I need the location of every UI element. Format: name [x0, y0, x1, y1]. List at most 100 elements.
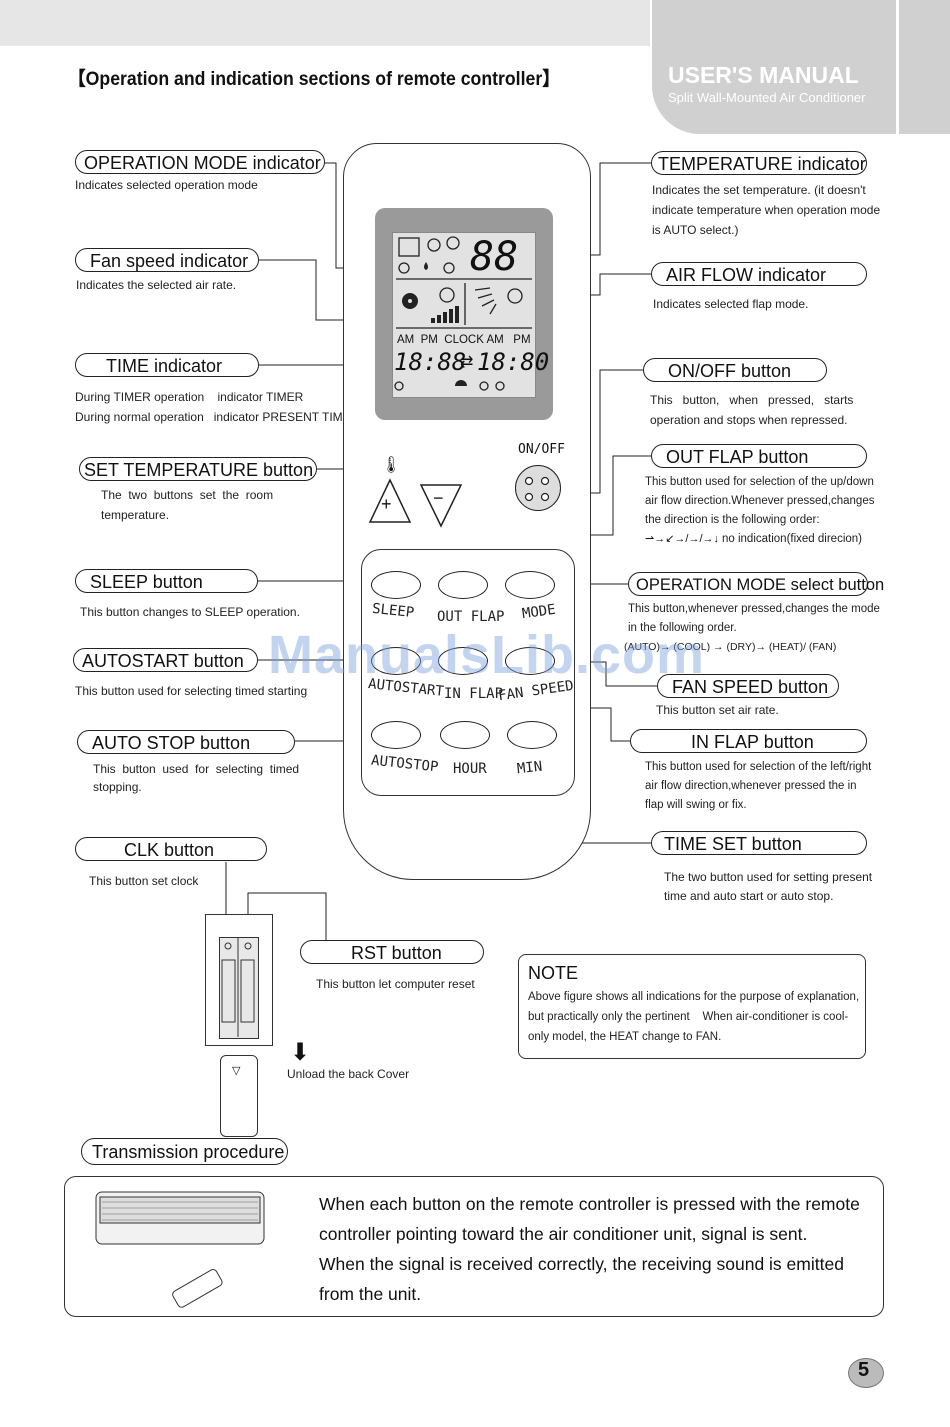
air-flow-indicator-desc: Indicates selected flap mode. [653, 297, 809, 311]
operation-mode-indicator-label: OPERATION MODE indicator [75, 150, 325, 174]
in-flap-label: IN FLAP [444, 686, 504, 702]
down-arrow-icon: ⬇ [290, 1039, 311, 1066]
unload-text: Unload the back Cover [287, 1067, 410, 1081]
rst-button-desc: This button let computer reset [316, 977, 475, 991]
note-line-2: but practically only the pertinent When … [528, 1011, 849, 1023]
note-box: NOTE Above figure shows all indications … [518, 954, 866, 1059]
temperature-indicator-desc-1: Indicates the set temperature. (it doesn… [652, 183, 866, 197]
time-set-desc-1: The two button used for setting present [664, 870, 873, 884]
fan-speed-indicator-label: Fan speed indicator [75, 248, 259, 272]
transmission-box [64, 1176, 884, 1317]
transmission-line-4: from the unit. [319, 1284, 422, 1304]
out-flap-desc-2: air flow direction.Whenever pressed,chan… [645, 495, 875, 507]
set-temperature-button-label: SET TEMPERATURE button [79, 457, 317, 481]
tab-divider [896, 0, 899, 134]
set-temperature-desc-2: temperature. [101, 508, 170, 522]
out-flap-button[interactable] [438, 571, 488, 599]
on-off-button[interactable] [515, 465, 561, 511]
lcd-display [392, 232, 536, 398]
min-button[interactable] [507, 721, 557, 749]
clk-button-desc: This button set clock [89, 874, 199, 888]
fan-speed-button-label: FAN SPEED button [657, 674, 839, 698]
note-title: NOTE [528, 963, 579, 983]
on-off-text: ON/OFF [518, 442, 565, 457]
remote-back-cover [220, 1055, 258, 1137]
fan-speed-button[interactable] [505, 647, 555, 675]
lcd-time-header: AM PM CLOCK AM PM [397, 334, 531, 346]
out-flap-label: OUT FLAP [437, 609, 505, 625]
watermark: ManualsLib.com [268, 625, 706, 685]
hour-button[interactable] [440, 721, 490, 749]
manual-tab: USER'S MANUAL Split Wall-Mounted Air Con… [652, 0, 950, 134]
out-flap-button-label: OUT FLAP button [651, 444, 867, 468]
autostart-button-desc: This button used for selecting timed sta… [75, 684, 308, 698]
transmission-line-3: When the signal is received correctly, t… [319, 1254, 844, 1274]
lcd-time-left: 18:88 [394, 348, 467, 376]
temp-up-button[interactable]: + [381, 494, 392, 514]
auto-stop-desc-1: This button used for selecting timed [93, 762, 300, 776]
time-indicator-desc-1: During TIMER operation indicator TIMER [75, 390, 304, 404]
temperature-indicator-desc-2: indicate temperature when operation mode [652, 203, 881, 217]
mode-select-desc-2: in the following order. [628, 622, 737, 634]
sleep-button-desc: This button changes to SLEEP operation. [80, 605, 300, 619]
air-flow-indicator-label: AIR FLOW indicator [651, 262, 867, 286]
auto-stop-button-label: AUTO STOP button [77, 730, 295, 754]
operation-mode-select-button-label: OPERATION MODE select button [628, 572, 884, 596]
manual-subtitle: Split Wall-Mounted Air Conditioner [668, 90, 866, 105]
flap-order-arrows: ⇀→↙→/→/→↓ [645, 533, 720, 545]
fan-speed-button-desc: This button set air rate. [656, 703, 779, 717]
section-heading: 【Operation and indication sections of re… [68, 69, 560, 90]
autostop-button[interactable] [371, 721, 421, 749]
autostart-button-label: AUTOSTART button [73, 648, 258, 672]
time-set-button-label: TIME SET button [651, 831, 867, 855]
in-flap-desc-2: air flow direction,whenever pressed the … [645, 780, 857, 792]
lcd-temp-digits: 88 [470, 234, 519, 280]
temp-down-button[interactable]: − [433, 488, 444, 508]
clk-button-label: CLK button [75, 837, 267, 861]
operation-mode-indicator-desc: Indicates selected operation mode [75, 178, 258, 192]
lcd-time-arrows: ⇄ [460, 354, 474, 371]
transmission-line-1: When each button on the remote controlle… [319, 1194, 860, 1214]
rst-button-label: RST button [300, 940, 484, 964]
set-temperature-desc-1: The two buttons set the room [101, 488, 274, 502]
time-set-desc-2: time and auto start or auto stop. [664, 889, 834, 903]
auto-stop-desc-2: stopping. [93, 780, 142, 794]
header-band [0, 0, 650, 46]
page-number-badge [848, 1358, 884, 1388]
on-off-button-label: ON/OFF button [643, 358, 827, 382]
autostart-button[interactable] [371, 647, 421, 675]
in-flap-button[interactable] [438, 647, 488, 675]
sleep-button[interactable] [371, 571, 421, 599]
in-flap-desc-1: This button used for selection of the le… [645, 761, 872, 773]
hour-label: HOUR [453, 761, 487, 777]
note-line-1: Above figure shows all indications for t… [528, 991, 860, 1003]
sleep-button-label: SLEEP button [75, 569, 258, 593]
temperature-indicator-desc-3: is AUTO select.) [652, 223, 739, 237]
fan-speed-indicator-desc: Indicates the selected air rate. [76, 278, 237, 292]
mode-button[interactable] [505, 571, 555, 599]
manual-title: USER'S MANUAL [668, 62, 859, 88]
transmission-title: Transmission procedure [81, 1138, 288, 1165]
mode-select-desc-1: This button,whenever pressed,changes the… [628, 603, 880, 615]
in-flap-desc-3: flap will swing or fix. [645, 799, 747, 811]
page-number: 5 [858, 1359, 870, 1381]
out-flap-desc-1: This button used for selection of the up… [645, 476, 874, 488]
temperature-indicator-label: TEMPERATURE indicator [651, 151, 867, 175]
on-off-desc-2: operation and stops when repressed. [650, 413, 848, 427]
lcd-time-right: 18:80 [477, 348, 550, 376]
time-indicator-label: TIME indicator [75, 353, 259, 377]
note-line-3: only model, the HEAT change to FAN. [528, 1031, 722, 1043]
transmission-line-2: controller pointing toward the air condi… [319, 1224, 808, 1244]
in-flap-button-label: IN FLAP button [630, 729, 867, 753]
out-flap-desc-4: no indication(fixed direcion) [722, 533, 862, 545]
thermometer-icon: 🌡 [381, 457, 402, 474]
out-flap-desc-3: the direction is the following order: [645, 514, 820, 526]
on-off-desc-1: This button, when pressed, starts [650, 393, 854, 407]
cover-arrow-icon: ▽ [232, 1065, 241, 1077]
mode-select-desc-3: (AUTO)→ (COOL) → (DRY)→ (HEAT)/ (FAN) [624, 641, 837, 653]
